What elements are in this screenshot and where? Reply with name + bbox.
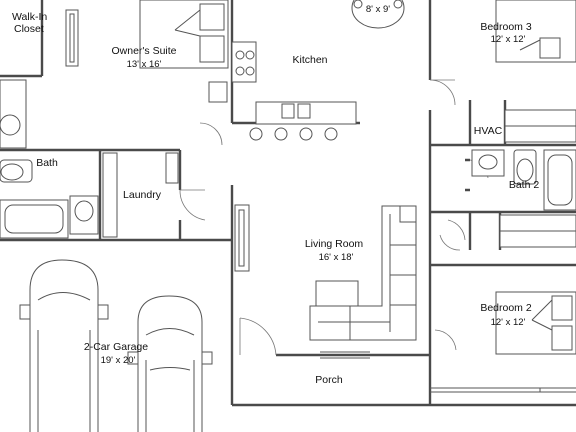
garage-room bbox=[19, 259, 213, 432]
bedroom-2-room bbox=[495, 291, 576, 355]
hvac-bath2 bbox=[471, 109, 576, 248]
kitchen-room bbox=[231, 0, 405, 141]
bath2-toilet bbox=[513, 149, 537, 185]
laundry-label: Laundry bbox=[123, 189, 162, 201]
laundry-room bbox=[102, 152, 179, 238]
tv-console bbox=[234, 204, 250, 272]
porch-label: Porch bbox=[315, 374, 343, 386]
walk-in-closet-room bbox=[65, 9, 79, 67]
bath-2-label: Bath 2 bbox=[509, 179, 540, 191]
doors bbox=[179, 79, 576, 393]
bath2-sink bbox=[471, 149, 505, 177]
kitchen-island bbox=[255, 101, 357, 125]
closet-rod bbox=[65, 9, 79, 67]
laundry-shelf bbox=[102, 152, 118, 238]
washer bbox=[69, 195, 99, 235]
room-labels: Walk-In Closet Owner's Suite 13' x 16' K… bbox=[12, 4, 539, 386]
walk-in-closet-label-2: Closet bbox=[14, 23, 44, 35]
bedroom-3-room bbox=[495, 0, 576, 63]
kitchen-label: Kitchen bbox=[292, 54, 327, 66]
garage-label: 2-Car Garage bbox=[84, 341, 148, 353]
car-right bbox=[137, 295, 203, 432]
bedroom-3-label: Bedroom 3 bbox=[480, 21, 532, 33]
bedroom3-bed bbox=[495, 0, 576, 63]
living-room-label: Living Room bbox=[305, 238, 364, 250]
bath-label: Bath bbox=[36, 157, 58, 169]
car-left bbox=[29, 259, 99, 432]
living-room bbox=[234, 204, 417, 341]
owners-suite-size: 13' x 16' bbox=[127, 59, 162, 70]
sink bbox=[0, 114, 21, 136]
dining-table bbox=[351, 0, 405, 29]
kitchen-sink bbox=[281, 103, 295, 119]
bar-stool bbox=[249, 127, 263, 141]
vanity bbox=[0, 79, 27, 149]
bedroom-3-size: 12' x 12' bbox=[491, 34, 526, 45]
walk-in-closet-label: Walk-In bbox=[12, 11, 47, 23]
hvac-label: HVAC bbox=[474, 125, 503, 137]
bedroom-2-size: 12' x 12' bbox=[491, 317, 526, 328]
living-room-size: 16' x 18' bbox=[319, 252, 354, 263]
dining-size: 8' x 9' bbox=[366, 4, 390, 15]
range bbox=[231, 41, 257, 83]
bathtub bbox=[0, 199, 69, 239]
bath-room bbox=[0, 79, 99, 239]
nightstand bbox=[208, 81, 228, 103]
owners-suite-room bbox=[139, 0, 229, 103]
sectional-sofa bbox=[309, 205, 417, 341]
bedroom-2-label: Bedroom 2 bbox=[480, 302, 532, 314]
garage-size: 19' x 20' bbox=[101, 355, 136, 366]
toilet bbox=[0, 159, 33, 183]
owners-suite-label: Owner's Suite bbox=[111, 45, 176, 57]
bath2-shower bbox=[543, 149, 576, 211]
